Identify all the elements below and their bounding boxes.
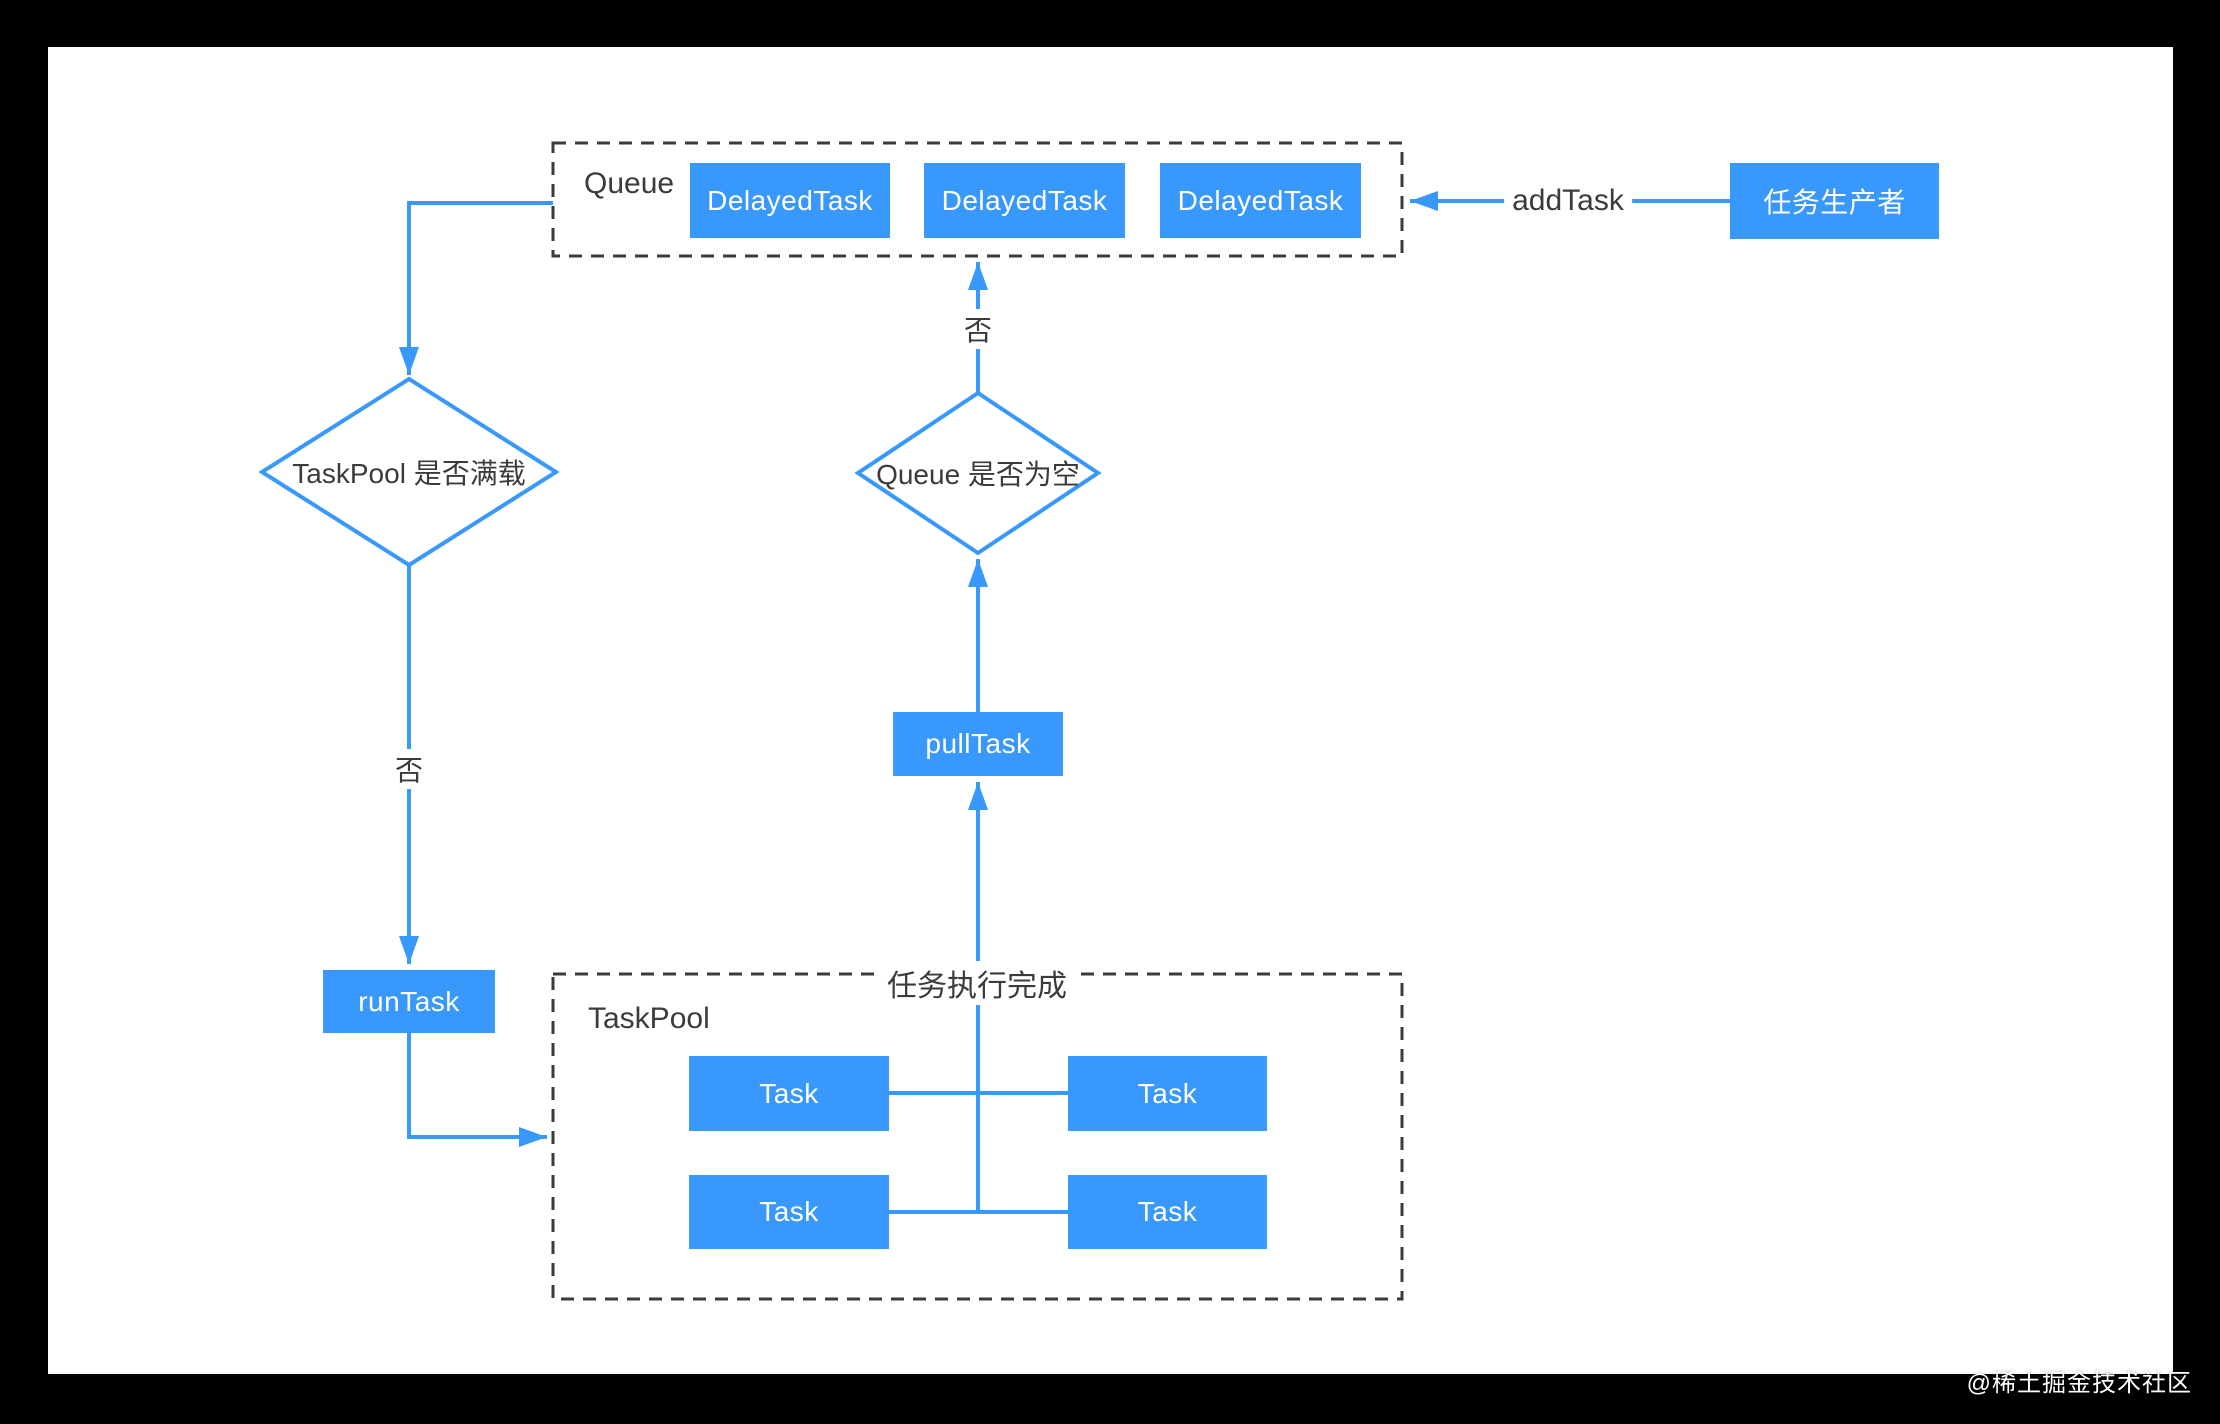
diagram-canvas: Queue DelayedTask DelayedTask DelayedTas… <box>48 47 2173 1374</box>
task-node: Task <box>1068 1175 1267 1249</box>
edge-label-task-done: 任务执行完成 <box>879 961 1075 1005</box>
edge-queue-to-poolfull-decision <box>399 201 553 375</box>
task-node: Task <box>689 1056 889 1131</box>
task-node: Task <box>1068 1056 1267 1131</box>
task-producer-node: 任务生产者 <box>1730 163 1939 239</box>
queue-group-border <box>551 141 1404 258</box>
edge-runtask-to-taskpool <box>407 1033 547 1147</box>
edge-label-no-top: 否 <box>959 309 997 349</box>
task-node: Task <box>689 1175 889 1249</box>
flow-connectors <box>258 141 1730 1301</box>
edge-label-addtask: addTask <box>1504 184 1632 218</box>
decision-pool-full-shape <box>258 376 560 568</box>
edge-label-no-left: 否 <box>390 749 428 789</box>
decision-queue-empty-label: Queue 是否为空 <box>876 459 1080 490</box>
decision-pool-full-label: TaskPool 是否满载 <box>292 458 526 489</box>
delayed-task-node: DelayedTask <box>1160 163 1361 238</box>
delayed-task-node: DelayedTask <box>924 163 1125 238</box>
queue-group-label: Queue <box>584 167 675 200</box>
pull-task-node: pullTask <box>893 712 1063 776</box>
watermark: @稀土掘金技术社区 <box>1966 1370 2192 1397</box>
taskpool-group-label: TaskPool <box>588 1002 710 1035</box>
delayed-task-node: DelayedTask <box>690 163 890 238</box>
run-task-node: runTask <box>323 970 495 1033</box>
decision-queue-empty-shape <box>854 390 1102 556</box>
